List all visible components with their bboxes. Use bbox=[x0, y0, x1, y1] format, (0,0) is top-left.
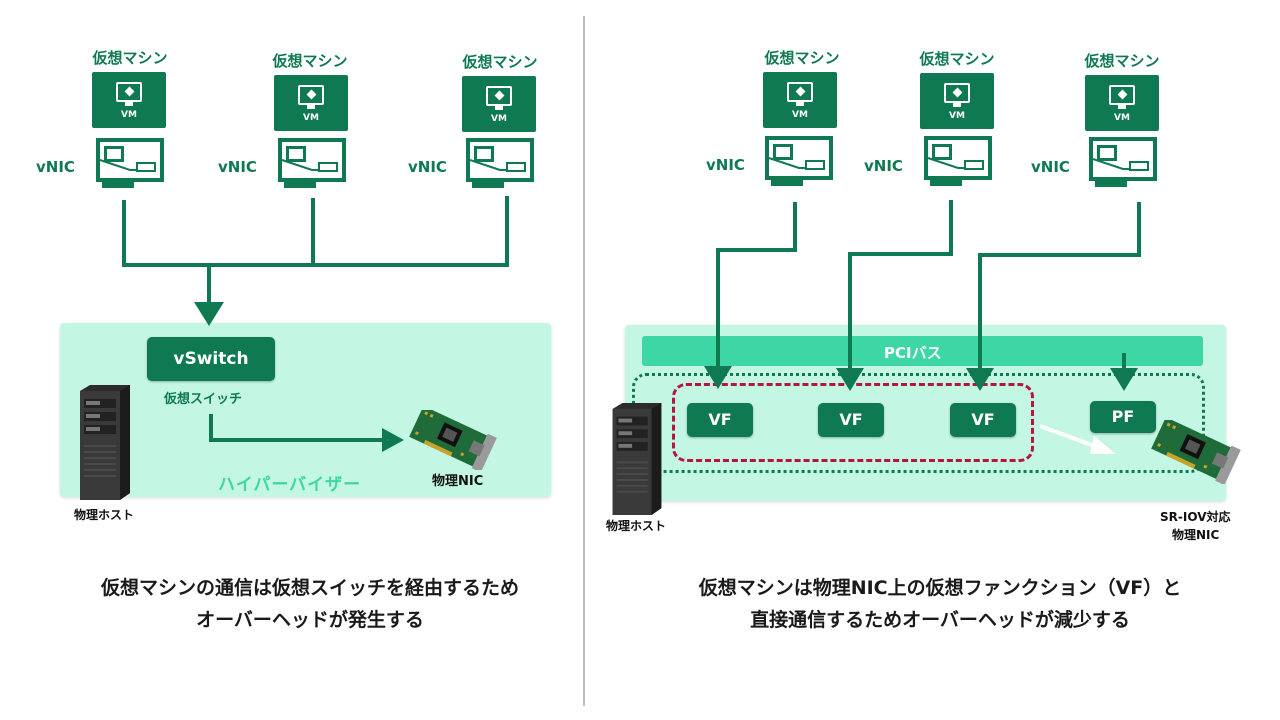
left-caption-line2: オーバーヘッドが発生する bbox=[196, 609, 424, 631]
physical-host-label: 物理ホスト bbox=[606, 519, 667, 533]
virtual-machine-icon: VM bbox=[1085, 75, 1159, 131]
virtual-machine-icon: VM bbox=[274, 75, 348, 131]
vnic-label: vNIC bbox=[706, 156, 745, 174]
vm-label: 仮想マシン bbox=[1084, 52, 1160, 70]
vnic-card-icon bbox=[759, 136, 833, 186]
pci-bus-label: PCIバス bbox=[884, 344, 942, 362]
sriov-nic-icon bbox=[1151, 420, 1241, 484]
center-divider bbox=[583, 16, 585, 706]
vm-label: 仮想マシン bbox=[919, 50, 995, 68]
right-caption-line1: 仮想マシンは物理NIC上の仮想ファンクション（VF）と bbox=[698, 577, 1182, 599]
virtual-machine-icon: VM bbox=[920, 73, 994, 129]
hypervisor-panel bbox=[60, 323, 551, 497]
physical-server-icon bbox=[80, 385, 130, 500]
sriov-nic-label-line2: 物理NIC bbox=[1172, 528, 1220, 542]
vm-text: VM bbox=[303, 113, 319, 123]
vswitch-box: vSwitch bbox=[147, 337, 275, 381]
vm-label: 仮想マシン bbox=[764, 49, 840, 67]
virtual-machine-icon: VM bbox=[92, 72, 166, 128]
vnic-label: vNIC bbox=[864, 157, 903, 175]
virtual-machine-icon: VM bbox=[462, 76, 536, 132]
vm-text: VM bbox=[121, 110, 137, 120]
vnic-card-icon bbox=[918, 136, 992, 186]
vm-text: VM bbox=[491, 114, 507, 124]
vnic-card-icon bbox=[1083, 137, 1157, 187]
pf-box: PF bbox=[1090, 401, 1156, 433]
vnic-card-icon bbox=[90, 138, 164, 188]
physical-nic-icon bbox=[409, 410, 497, 470]
right-caption-line2: 直接通信するためオーバーヘッドが減少する bbox=[750, 609, 1130, 631]
vm-text: VM bbox=[792, 110, 808, 120]
vm-label: 仮想マシン bbox=[272, 52, 348, 70]
vnic-label: vNIC bbox=[408, 158, 447, 176]
vswitch-to-nic-arrow bbox=[209, 414, 404, 452]
vm-text: VM bbox=[949, 111, 965, 121]
vm-label: 仮想マシン bbox=[462, 53, 538, 71]
vm-connector-lines bbox=[122, 196, 509, 326]
vnic-card-icon bbox=[460, 138, 534, 188]
sriov-nic-label-line1: SR-IOV対応 bbox=[1160, 510, 1231, 524]
left-caption-line1: 仮想マシンの通信は仮想スイッチを経由するため bbox=[100, 577, 519, 599]
vswitch-label: 仮想スイッチ bbox=[164, 392, 243, 407]
virtual-machine-icon: VM bbox=[763, 72, 837, 128]
physical-host-label: 物理ホスト bbox=[74, 508, 135, 522]
vf-connector-lines bbox=[704, 200, 1141, 391]
vnic-label: vNIC bbox=[36, 158, 75, 176]
vm-label: 仮想マシン bbox=[92, 49, 168, 67]
pci-bus-bar bbox=[642, 336, 1203, 366]
vnic-label: vNIC bbox=[218, 158, 257, 176]
physical-server-icon bbox=[612, 403, 662, 515]
vf-to-pf-arrow bbox=[1039, 424, 1116, 454]
vf-box: VF bbox=[818, 403, 884, 437]
vf-box: VF bbox=[687, 403, 753, 437]
vnic-label: vNIC bbox=[1031, 158, 1070, 176]
vm-text: VM bbox=[1114, 113, 1130, 123]
physical-nic-label: 物理NIC bbox=[432, 474, 484, 489]
vnic-card-icon bbox=[272, 138, 346, 188]
hypervisor-label: ハイパーバイザー bbox=[218, 475, 362, 495]
vf-box: VF bbox=[950, 403, 1016, 437]
